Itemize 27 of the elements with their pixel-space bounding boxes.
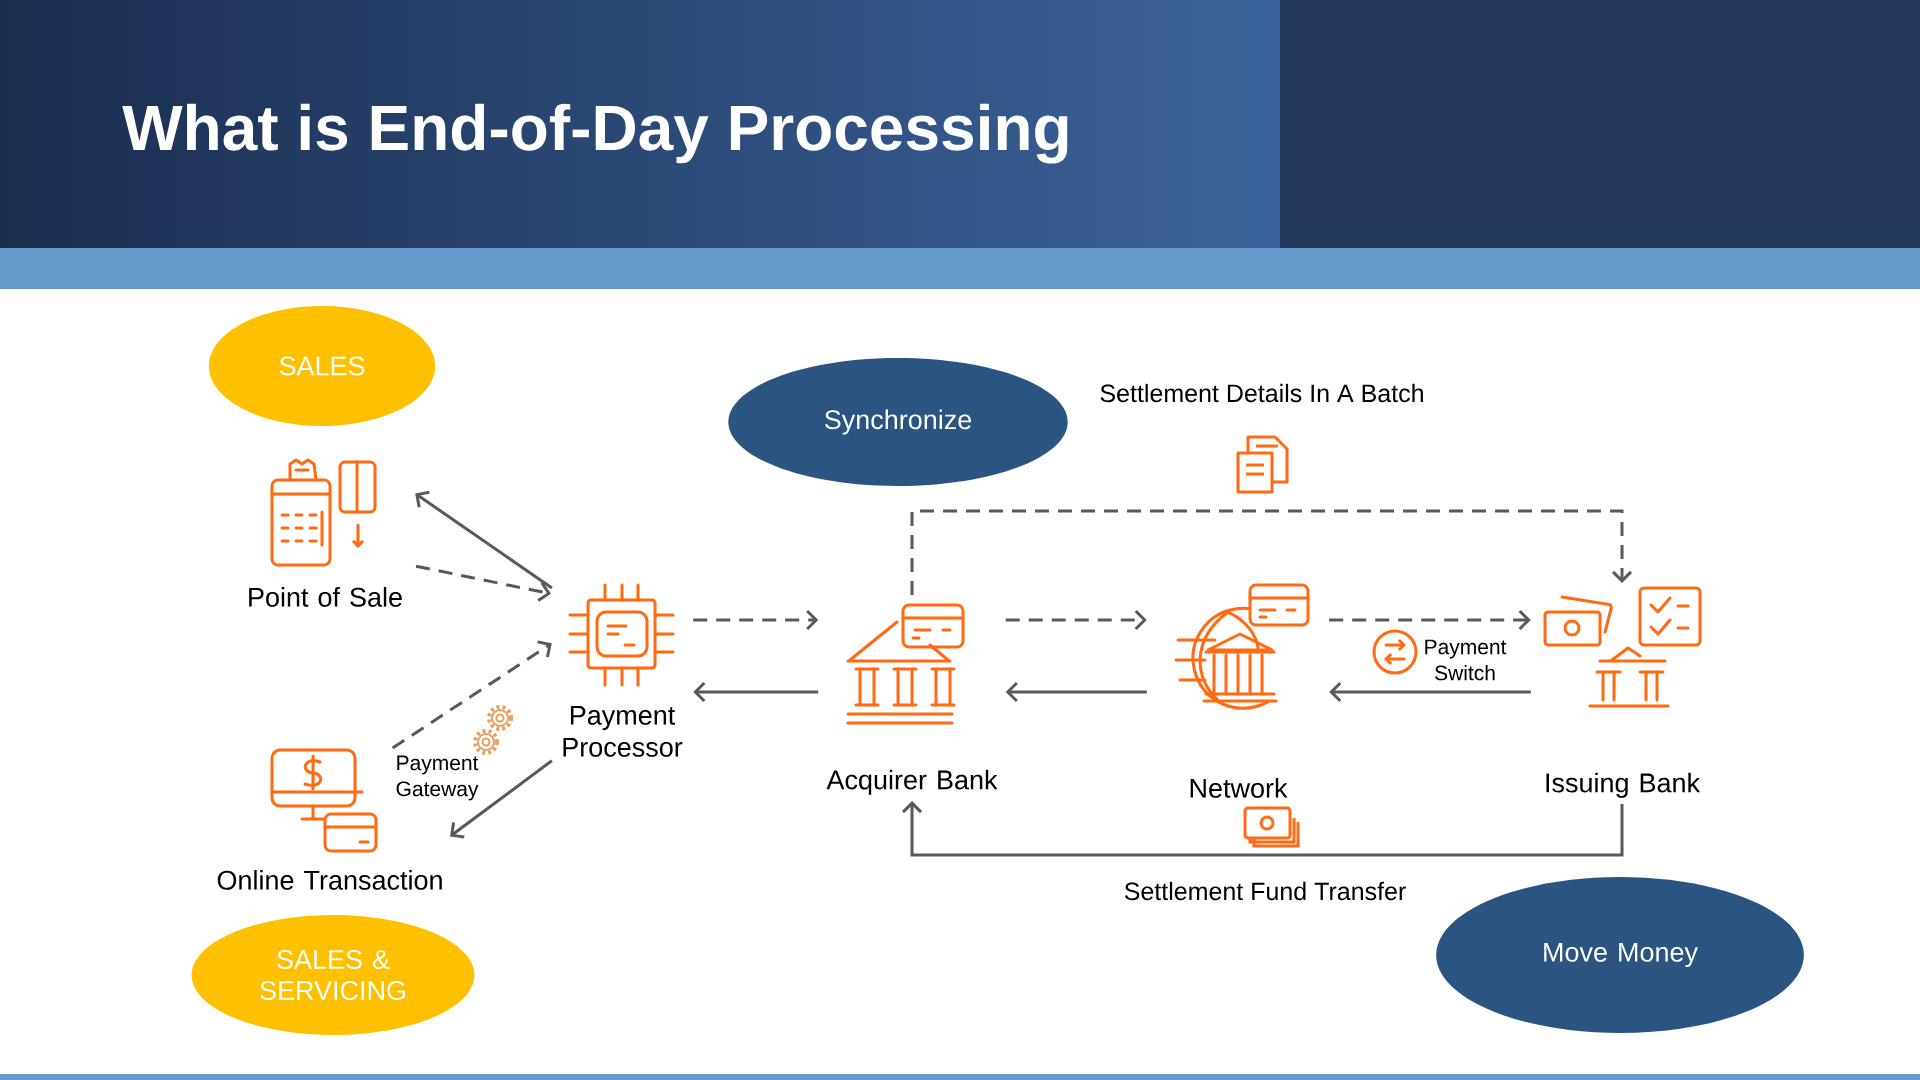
bank-label: Acquirer Bank <box>826 769 998 795</box>
dashed-arrow <box>391 640 552 750</box>
arrow <box>1329 681 1531 703</box>
edge-label: Settlement Fund Transfer <box>1121 879 1409 903</box>
dashed-arrow <box>415 564 551 602</box>
arrow <box>415 490 553 590</box>
dashed-arrow <box>1005 609 1147 631</box>
ellipse-badge: SALES <box>208 306 436 426</box>
bank-label: Issuing Bank <box>1546 772 1701 798</box>
dashed-arrow <box>1329 609 1531 631</box>
dashed-arrow <box>910 509 1633 595</box>
terminal-label: Point of Sale <box>249 586 402 607</box>
computer-label: Online Transaction <box>217 870 442 890</box>
connector-label: Payment Switch <box>1425 639 1507 681</box>
title: What is End-of-Day Processing <box>122 103 1068 164</box>
dashed-arrow <box>693 609 819 631</box>
ellipse-badge: Synchronize <box>728 358 1068 486</box>
connector-label: Payment Gateway <box>396 755 479 801</box>
arrow <box>901 801 1624 857</box>
edge-label: Settlement Details In A Batch <box>1097 381 1427 405</box>
ellipse-badge: SALES & SERVICING <box>191 915 475 1035</box>
chip-label: Payment Processor <box>563 705 683 757</box>
globe-label: Network <box>1190 777 1288 798</box>
arrow <box>450 759 553 839</box>
arrow <box>693 681 819 703</box>
ellipse-badge: Move Money <box>1436 877 1804 1033</box>
arrow <box>1005 681 1147 703</box>
